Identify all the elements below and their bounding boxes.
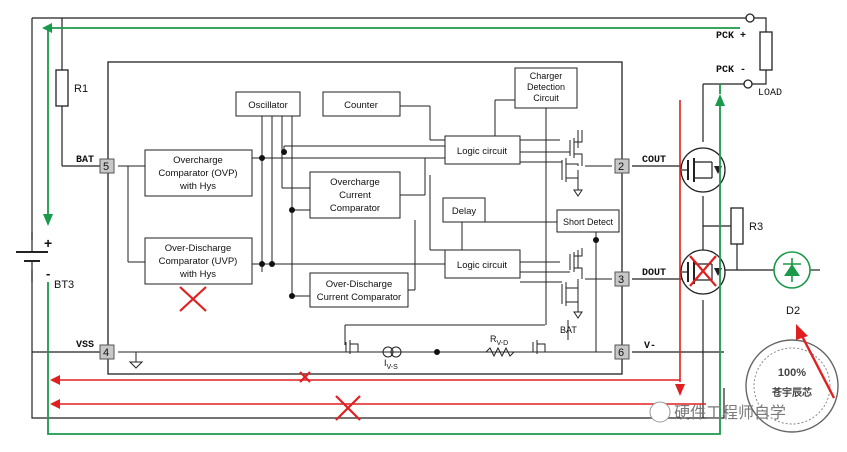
uvp-block [144, 237, 253, 285]
ic-boundary [107, 61, 623, 375]
d2-diode [773, 251, 811, 289]
green-current-path [42, 23, 740, 435]
pck-minus-terminal [743, 79, 753, 89]
pointer-arrow [796, 324, 836, 399]
watermark: 硬件工程师自学 [649, 401, 786, 423]
r1-label: R1 [74, 83, 88, 95]
internal-wiring [118, 99, 612, 362]
short-detect-block [556, 209, 620, 233]
charger-detection-line-1: Charger [530, 71, 563, 81]
load-label: LOAD [758, 88, 782, 99]
r3-label: R3 [749, 221, 763, 233]
vminus-label: V- [644, 341, 656, 352]
pin-2-label: 2 [618, 161, 624, 173]
rvd-resistor [485, 346, 515, 358]
oscillator-block [235, 91, 301, 117]
pck-minus-label: PCK - [716, 65, 746, 76]
delay-label: Delay [452, 206, 477, 217]
logic-circuit-1-label: Logic circuit [457, 146, 508, 157]
bt3-label: BT3 [54, 279, 74, 291]
junction-dots [259, 149, 599, 355]
occ-line-3: Comparator [330, 203, 380, 214]
occ-block [309, 171, 401, 219]
occ-line-2: Current [339, 190, 371, 201]
counter-label: Counter [344, 100, 378, 111]
ground-symbol [128, 361, 144, 369]
pin-4-label: 4 [103, 347, 109, 359]
ivs-label: IV-S [384, 358, 398, 371]
odcc-line-2: Current Comparator [317, 292, 401, 303]
uvp-line-3: with Hys [179, 269, 216, 280]
logic-circuit-1-block [444, 135, 521, 165]
red-x-marks [179, 255, 717, 421]
rvd-label: RV-D [490, 334, 508, 347]
vss-label: VSS [76, 340, 94, 351]
current-source [382, 346, 402, 358]
odcc-line-1: Over-Discharge [326, 279, 393, 290]
pin-5-label: 5 [103, 161, 109, 173]
dout-label: DOUT [642, 268, 666, 279]
stamp-text: 苍宇辰芯 [771, 386, 812, 399]
bat-label: BAT [76, 155, 94, 166]
ic-pins [99, 158, 630, 360]
bat-inner-label: BAT [560, 325, 577, 335]
cout-label: COUT [642, 155, 666, 166]
logic-circuit-2-label: Logic circuit [457, 260, 508, 271]
delay-block [442, 197, 486, 223]
d2-label: D2 [786, 305, 800, 317]
pin-3-label: 3 [618, 274, 624, 286]
charger-detection-block [514, 67, 578, 109]
charge-mosfet [680, 147, 726, 193]
charger-detection-line-2: Detection [527, 82, 565, 92]
battery-minus: - [46, 266, 50, 281]
counter-block [322, 91, 401, 117]
load-resistor [759, 31, 773, 71]
ovp-line-1: Overcharge [173, 155, 223, 166]
ovp-line-3: with Hys [179, 181, 216, 192]
charger-detection-line-3: Circuit [533, 93, 559, 103]
pin-6-label: 6 [618, 347, 624, 359]
pck-plus-label: PCK + [716, 31, 746, 42]
pck-plus-terminal [745, 13, 755, 23]
red-current-path [50, 100, 706, 409]
oscillator-label: Oscillator [248, 100, 288, 111]
uvp-line-2: Comparator (UVP) [159, 256, 238, 267]
uvp-line-1: Over-Discharge [165, 243, 232, 254]
battery-bt3 [16, 232, 48, 282]
r1-resistor [55, 69, 69, 107]
logic-circuit-2-block [444, 249, 521, 279]
short-detect-label: Short Detect [563, 217, 614, 227]
occ-line-1: Overcharge [330, 177, 380, 188]
ovp-block [144, 149, 253, 197]
odcc-block [309, 272, 409, 308]
r3-resistor [730, 207, 744, 245]
battery-plus: + [44, 235, 52, 251]
outer-wiring [31, 17, 820, 419]
ovp-line-2: Comparator (OVP) [158, 168, 237, 179]
stamp-percent: 100% [778, 367, 806, 379]
watermark-text: 硬件工程师自学 [674, 403, 786, 422]
internal-transistors [345, 130, 583, 354]
